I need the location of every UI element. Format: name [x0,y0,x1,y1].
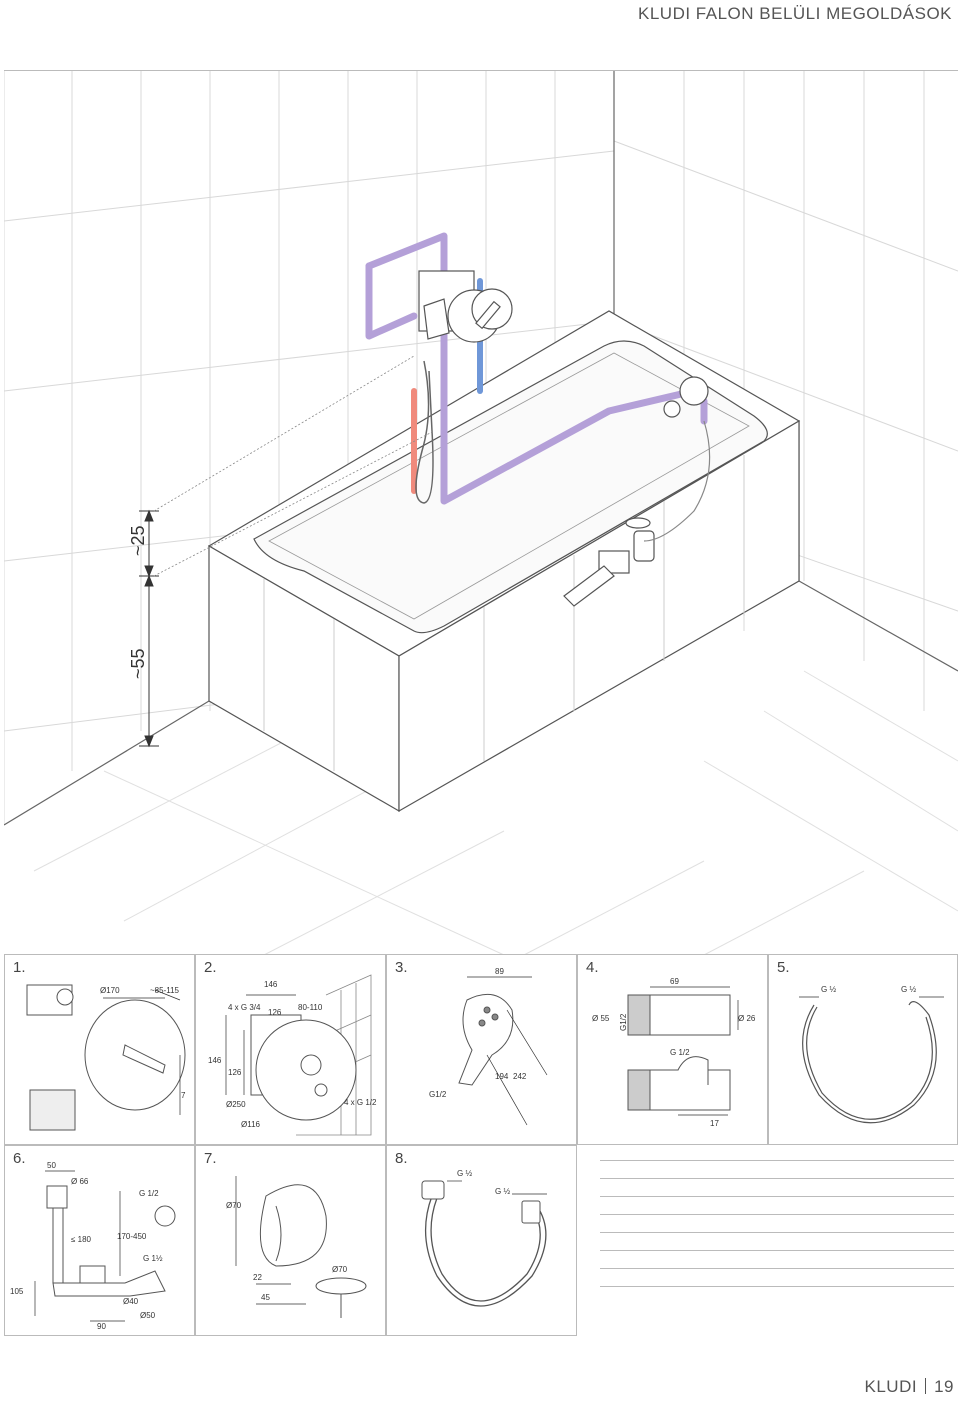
dim-label: 80-110 [298,1003,323,1012]
product-cell-2: 2. 146 4 x G 3/4 126 [195,954,386,1145]
page-footer: KLUDI 19 [865,1377,955,1397]
bathtub-scene-svg: ~25 ~55 [3,71,959,956]
product-1-drawing: Ø170 ~85-115 7 [26,984,186,1131]
dim-label: 50 [47,1161,56,1170]
product-2-drawing: 146 4 x G 3/4 126 80-110 146 126 Ø250 Ø1… [208,974,377,1136]
notes-cell [577,1145,958,1336]
dim-label: ~85-115 [150,986,180,995]
product-cell-6: 6. 50 Ø 66 G 1/2 ≤ 180 170-450 G 1½ 105 [4,1145,195,1336]
dim-lower-label: ~55 [128,648,148,679]
dim-label: G 1½ [143,1254,163,1263]
dim-label: 105 [10,1287,24,1296]
dim-label: 4 x G 3/4 [228,1003,261,1012]
product-number: 8. [395,1150,408,1167]
product-grid: 1. Ø170 ~85-115 7 2. [4,954,958,1336]
product-number: 5. [777,959,790,976]
dim-label: 146 [208,1056,222,1065]
page-header-title: KLUDI FALON BELÜLI MEGOLDÁSOK [638,4,952,23]
product-number: 4. [586,959,599,976]
dim-label: Ø 26 [738,1014,756,1023]
dim-label: Ø50 [140,1311,156,1320]
product-6-drawing: 50 Ø 66 G 1/2 ≤ 180 170-450 G 1½ 105 Ø40… [10,1161,176,1331]
note-lines [600,1160,954,1304]
product-number: 1. [13,959,26,976]
dim-label: G ½ [901,985,916,994]
product-cell-7: 7. Ø70 22 45 Ø70 [195,1145,386,1336]
dim-label: Ø 66 [71,1177,89,1186]
dim-label: G ½ [821,985,836,994]
product-cell-4: 4. 69 Ø 55 G1/2 Ø 26 G 1/2 17 [577,954,768,1145]
product-number: 6. [13,1150,26,1167]
dim-label: Ø40 [123,1297,139,1306]
dim-label: Ø116 [241,1120,261,1129]
page-number: 19 [934,1377,954,1396]
dim-label: G1/2 [619,1013,628,1031]
product-4-drawing: 69 Ø 55 G1/2 Ø 26 G 1/2 17 [592,977,756,1128]
dim-label: G 1/2 [139,1189,159,1198]
dim-label: G ½ [457,1169,472,1178]
dim-label: Ø170 [100,986,120,995]
note-line [600,1250,954,1251]
note-line [600,1232,954,1233]
note-line [600,1286,954,1287]
product-number: 7. [204,1150,217,1167]
dim-label: Ø70 [332,1265,348,1274]
note-line [600,1214,954,1215]
bathtub-installation-illustration: ~25 ~55 [3,70,959,956]
dim-label: Ø250 [226,1100,246,1109]
dim-label: 126 [228,1068,242,1077]
product-8-drawing: G ½ G ½ [421,1169,547,1307]
product-cell-8: 8. G ½ G ½ [386,1145,577,1336]
dim-upper-label: ~25 [128,525,148,556]
note-line [600,1160,954,1161]
dim-label: Ø70 [226,1201,242,1210]
dim-label: 89 [495,967,504,976]
dim-label: 90 [97,1322,106,1331]
dim-label: 126 [268,1008,282,1017]
dim-label: 4 x G 1/2 [344,1098,377,1107]
note-line [600,1268,954,1269]
footer-brand: KLUDI [864,1377,918,1396]
dim-label: 17 [710,1119,719,1128]
dim-label: G ½ [495,1187,510,1196]
dim-label: ≤ 180 [71,1235,92,1244]
product-3-drawing: 89 194 242 G1/2 [429,967,548,1126]
product-cell-3: 3. 89 194 242 G1/2 [386,954,577,1145]
dim-label: 69 [670,977,679,986]
dim-label: 22 [253,1273,262,1282]
product-cell-5: 5. G ½ G ½ [768,954,958,1145]
dim-label: 194 [495,1072,509,1081]
note-line [600,1196,954,1197]
dim-label: G1/2 [429,1090,447,1099]
dim-label: Ø 55 [592,1014,610,1023]
note-line [600,1178,954,1179]
dim-label: 7 [181,1091,186,1100]
product-7-drawing: Ø70 22 45 Ø70 [226,1176,367,1318]
footer-separator [925,1378,927,1394]
product-number: 3. [395,959,408,976]
dim-label: 170-450 [117,1232,147,1241]
product-number: 2. [204,959,217,976]
dim-label: 242 [513,1072,527,1081]
product-5-drawing: G ½ G ½ [799,985,944,1124]
dim-label: 45 [261,1293,270,1302]
dim-label: G 1/2 [670,1048,690,1057]
product-cell-1: 1. Ø170 ~85-115 7 [4,954,195,1145]
dim-label: 146 [264,980,278,989]
